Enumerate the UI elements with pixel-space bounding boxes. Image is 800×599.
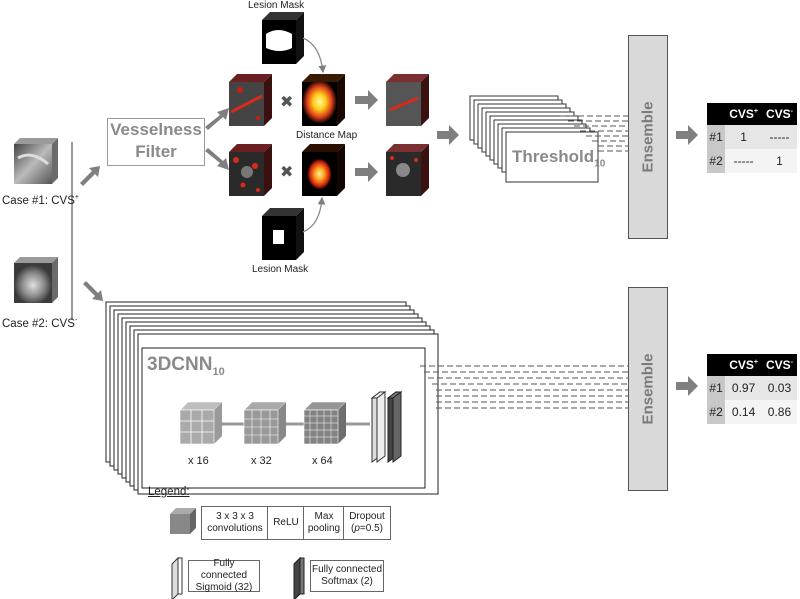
case1-label: Case #1: CVS+ <box>2 194 79 207</box>
lesion-mask-top-label: Lesion Mask <box>248 0 305 11</box>
connector-mask-bottom <box>302 196 326 233</box>
legend-title: Legend: <box>148 486 190 498</box>
conv-block-64 <box>303 401 347 445</box>
table-corner-cell <box>707 103 726 125</box>
fc-softmax-layer <box>386 391 403 463</box>
table-header-cvs-neg: CVS- <box>761 354 797 376</box>
table-header-row: CVS+ CVS- <box>707 354 797 376</box>
masked-result-cube-top <box>386 74 429 126</box>
arrow-to-table-bottom <box>676 376 698 396</box>
ensemble-box-bottom: Ensemble <box>628 287 668 491</box>
table-row: #1 1 ----- <box>707 125 797 149</box>
table-header-cvs-pos: CVS+ <box>725 354 762 376</box>
table-row: #1 0.97 0.03 <box>707 376 797 400</box>
multiply-icon-bottom: ✖ <box>280 164 294 181</box>
legend-dropout-box: Dropout (p=0.5) <box>343 506 391 540</box>
legend-conv-box: 3 x 3 x 3 convolutions <box>201 506 269 540</box>
table-row: #2 ----- 1 <box>707 149 797 173</box>
case1-image-cube <box>14 138 58 184</box>
lesion-mask-cube-top <box>262 12 304 64</box>
conv-block-16-label: x 16 <box>188 455 209 467</box>
lesion-mask-cube-bottom <box>262 208 304 260</box>
conv-block-32-label: x 32 <box>251 455 272 467</box>
case2-label: Case #2: CVS- <box>2 317 78 330</box>
ensemble-top-label: Ensemble <box>639 101 657 173</box>
arrow-mult-top <box>355 90 378 110</box>
table-header-cvs-neg: CVS- <box>761 103 797 125</box>
table-row: #2 0.14 0.86 <box>707 400 797 424</box>
multiply-icon-top: ✖ <box>280 94 294 111</box>
table-header-cvs-pos: CVS+ <box>725 103 762 125</box>
legend-maxpool-box: Max pooling <box>303 506 345 540</box>
arrow-vesselness-up <box>205 108 229 130</box>
legend-dropout-line1: Dropout <box>349 511 385 522</box>
fc-sigmoid-layer <box>370 391 387 463</box>
arrow-mult-bottom <box>355 162 378 182</box>
table-header-row: CVS+ CVS- <box>707 103 797 125</box>
legend-fc-sigmoid-icon <box>171 556 183 599</box>
vesselness-line1: Vesselness <box>110 120 202 139</box>
ensemble-box-top: Ensemble <box>628 35 668 239</box>
vesselness-line2: Filter <box>135 142 177 161</box>
conv-block-64-label: x 64 <box>312 455 333 467</box>
threshold-stack <box>469 95 599 183</box>
legend-relu-box: ReLU <box>267 506 305 540</box>
connector-mask-top <box>302 37 327 74</box>
table-corner-cell <box>707 354 726 376</box>
legend-fc-sigmoid-box: Fully connected Sigmoid (32) <box>188 558 260 593</box>
ensemble-bottom-label: Ensemble <box>639 353 657 425</box>
arrow-to-threshold <box>437 125 459 145</box>
lesion-mask-bottom-label: Lesion Mask <box>252 264 309 275</box>
threshold-label: Threshold10 <box>512 147 606 170</box>
legend-fc-softmax-box: Fully connected Softmax (2) <box>310 560 384 592</box>
cnn-label: 3DCNN10 <box>147 354 225 378</box>
cnn-ensemble-lines <box>420 365 628 409</box>
arrow-vesselness-down <box>205 148 229 170</box>
vessel-map-cube-bottom <box>229 144 272 196</box>
distance-map-cube-top <box>302 74 345 126</box>
vesselness-filter-box: Vesselness Filter <box>107 118 205 166</box>
threshold-ensemble-lines <box>560 115 628 152</box>
results-table-bottom: CVS+ CVS- #1 0.97 0.03 #2 0.14 0.86 <box>707 354 797 424</box>
distance-map-cube-bottom <box>302 144 345 196</box>
legend-dropout-line2: (p=0.5) <box>351 523 383 534</box>
legend-fc-softmax-icon <box>293 556 305 599</box>
conv-block-16 <box>179 401 223 445</box>
distance-map-label: Distance Map <box>296 130 358 141</box>
case2-image-cube <box>14 257 58 303</box>
arrow-to-vesselness <box>80 166 100 186</box>
conv-block-32 <box>243 401 287 445</box>
arrow-to-cnn <box>83 281 103 301</box>
legend-conv-icon <box>170 508 196 534</box>
arrow-to-table-top <box>676 125 698 145</box>
results-table-top: CVS+ CVS- #1 1 ----- #2 ----- 1 <box>707 103 797 173</box>
masked-result-cube-bottom <box>386 144 429 196</box>
vessel-map-cube-top <box>229 74 272 126</box>
